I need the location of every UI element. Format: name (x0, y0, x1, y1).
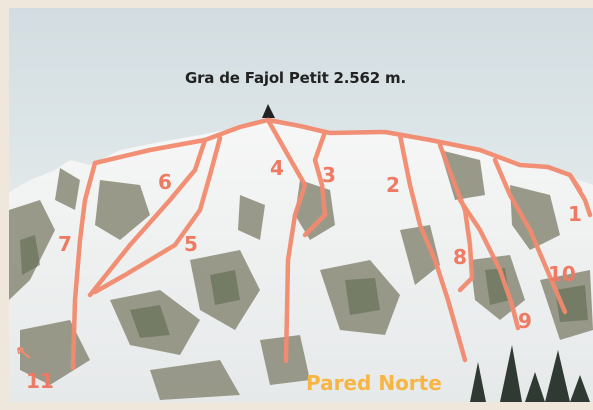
arrow-icon (17, 347, 31, 359)
trees (470, 345, 590, 402)
route-number-2: 2 (386, 173, 400, 197)
route-line-3 (302, 129, 328, 238)
route-line-11 (567, 172, 593, 218)
route-number-11: 11 (26, 369, 54, 393)
route-number-4: 4 (270, 156, 284, 180)
route-number-10: 10 (548, 262, 576, 286)
route-line-ridge (92, 117, 583, 193)
route-number-9: 9 (518, 309, 532, 333)
route-number-1: 1 (568, 202, 582, 226)
route-line-2 (397, 132, 468, 363)
summit-triangle-icon (262, 104, 275, 118)
wall-label: Pared Norte (306, 371, 442, 395)
route-line-10 (492, 157, 568, 315)
route-line-5 (92, 135, 223, 295)
route-number-8: 8 (453, 245, 467, 269)
summit-label: Gra de Fajol Petit 2.562 m. (185, 69, 406, 87)
route-number-3: 3 (322, 163, 336, 187)
route-line-9 (457, 197, 521, 331)
route-line-4 (265, 117, 308, 364)
route-line-6 (87, 137, 208, 298)
route-number-6: 6 (158, 170, 172, 194)
route-line-7 (70, 160, 98, 371)
route-number-5: 5 (184, 232, 198, 256)
route-line-8 (437, 142, 475, 293)
route-number-7: 7 (58, 232, 72, 256)
